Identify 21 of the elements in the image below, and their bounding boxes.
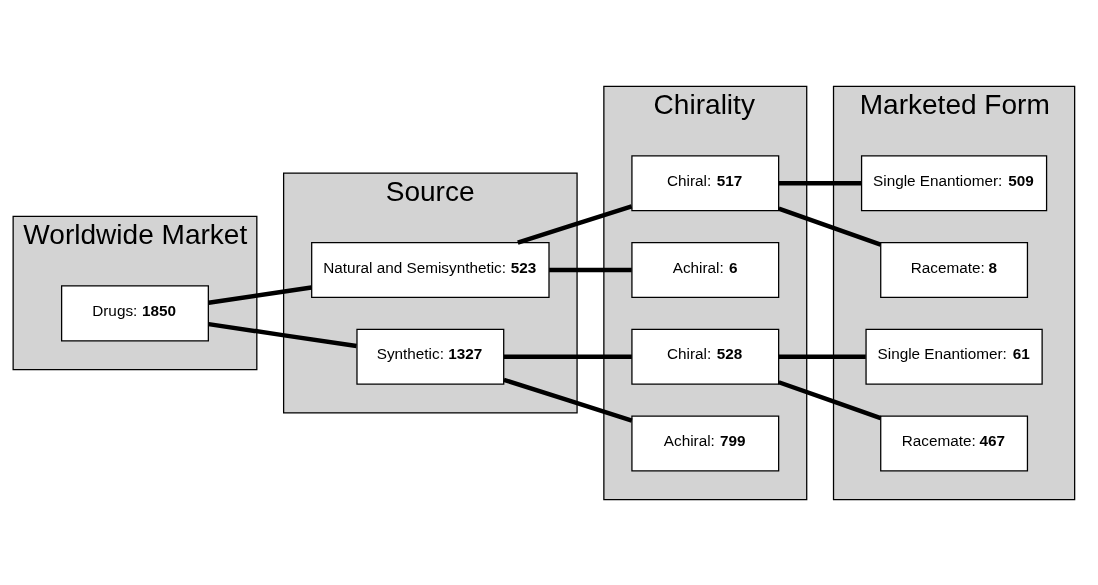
node-box: Achiral: 6 — [631, 241, 780, 298]
node-box: Chiral: 517 — [631, 154, 780, 211]
node-box: Natural and Semisynthetic: 523 — [311, 241, 550, 298]
node-box: Racemate: 467 — [880, 415, 1029, 472]
node-box: Single Enantiomer: 509 — [860, 154, 1048, 211]
node-box: Racemate: 8 — [880, 241, 1029, 298]
connector — [208, 284, 312, 305]
connector — [208, 321, 357, 348]
connector — [517, 203, 633, 245]
connector — [778, 206, 882, 247]
node-box: Drugs: 1850 — [61, 284, 209, 341]
connector — [778, 180, 862, 185]
connector — [503, 377, 633, 423]
node-box: Chiral: 528 — [631, 328, 780, 385]
connector — [778, 354, 866, 359]
connector — [778, 379, 882, 420]
connector — [549, 267, 632, 272]
connector — [503, 354, 632, 359]
node-box: Synthetic: 1327 — [356, 328, 505, 385]
node-box: Single Enantiomer: 61 — [865, 328, 1043, 385]
node-box: Achiral: 799 — [631, 415, 780, 472]
